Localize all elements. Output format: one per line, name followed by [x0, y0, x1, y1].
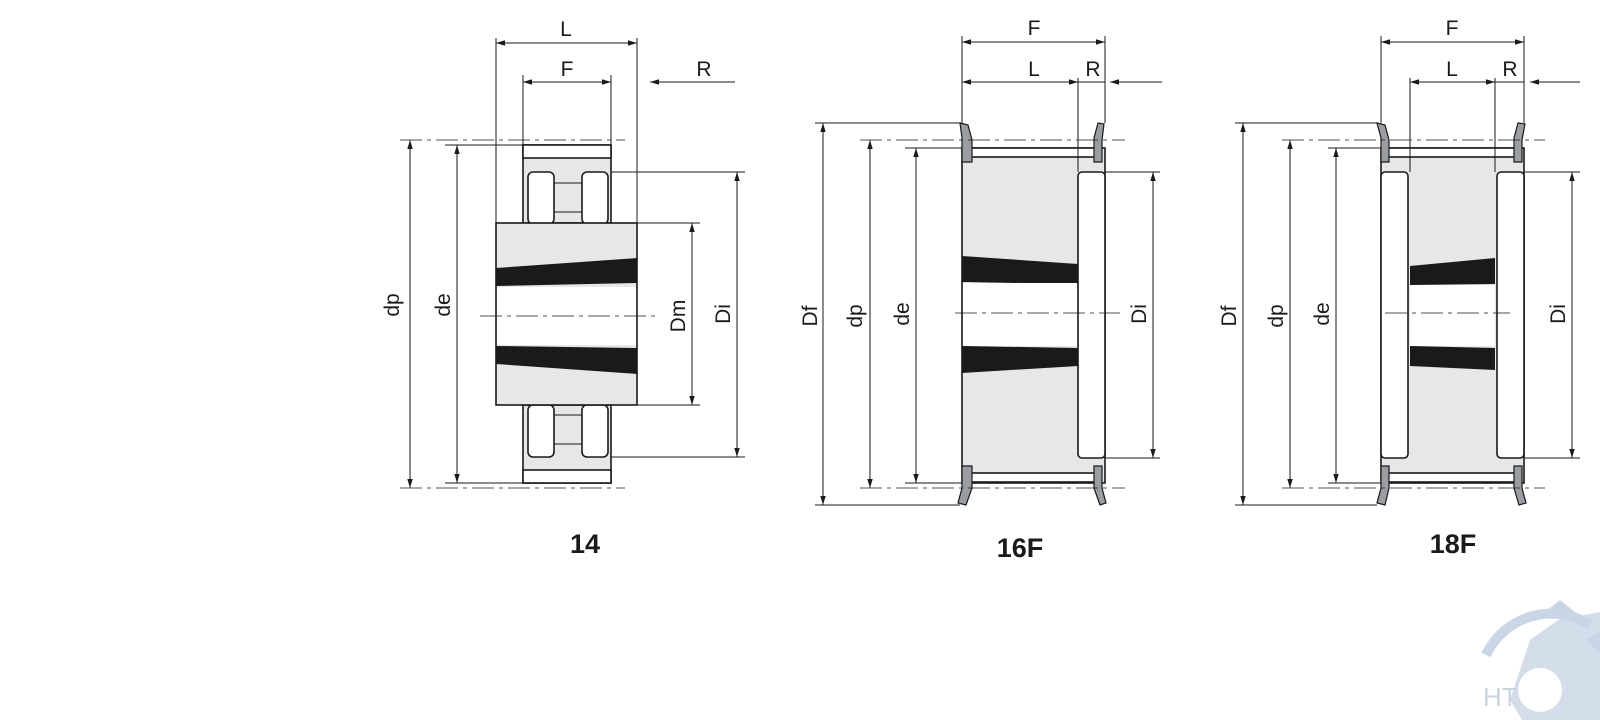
- dim-label-Di: Di: [1547, 304, 1570, 324]
- flanges: [957, 122, 1107, 506]
- dimensions: F L R Df dp de Di: [799, 17, 1162, 505]
- dim-label-F: F: [1446, 17, 1459, 40]
- pulley-body: [955, 147, 1120, 484]
- dim-label-F: F: [1028, 17, 1041, 40]
- dim-label-de: de: [891, 302, 914, 325]
- extension-lines: [400, 38, 745, 489]
- figure-16F: F L R Df dp de Di 16F: [799, 17, 1162, 563]
- dim-label-de: de: [1311, 302, 1334, 325]
- figure-18F: F L R Df dp de Di 18F: [1218, 17, 1580, 559]
- hub-section: [480, 222, 655, 406]
- dim-label-Dm: Dm: [667, 300, 690, 333]
- dim-label-R: R: [1502, 58, 1517, 81]
- watermark-text: HT: [1483, 682, 1518, 712]
- dimensions: L F R dp de Dm Di: [381, 18, 740, 488]
- dim-label-Di: Di: [712, 304, 735, 324]
- figure-caption: 14: [570, 529, 600, 559]
- dim-label-R: R: [696, 58, 711, 81]
- rim-section: [522, 144, 612, 484]
- figure-14: L F R dp de Dm Di 14: [381, 18, 745, 559]
- gear-logo-icon: HT: [1481, 600, 1600, 720]
- extension-lines: [1235, 36, 1580, 506]
- dim-label-dp: dp: [1265, 304, 1288, 327]
- dimensions: F L R Df dp de Di: [1218, 17, 1580, 505]
- dim-label-L: L: [1028, 58, 1040, 81]
- dim-label-Df: Df: [1218, 305, 1241, 326]
- dim-label-L: L: [560, 18, 572, 41]
- dim-label-L: L: [1446, 58, 1458, 81]
- dim-label-de: de: [432, 293, 455, 316]
- dim-label-Df: Df: [799, 305, 822, 326]
- dim-label-F: F: [561, 58, 574, 81]
- dim-label-dp: dp: [381, 293, 404, 316]
- extension-lines: [815, 36, 1160, 506]
- figure-caption: 18F: [1430, 529, 1477, 559]
- dim-label-R: R: [1085, 58, 1100, 81]
- pulley-body: [1380, 147, 1525, 484]
- dim-label-dp: dp: [844, 304, 867, 327]
- figure-caption: 16F: [997, 533, 1044, 563]
- dim-label-Di: Di: [1128, 304, 1151, 324]
